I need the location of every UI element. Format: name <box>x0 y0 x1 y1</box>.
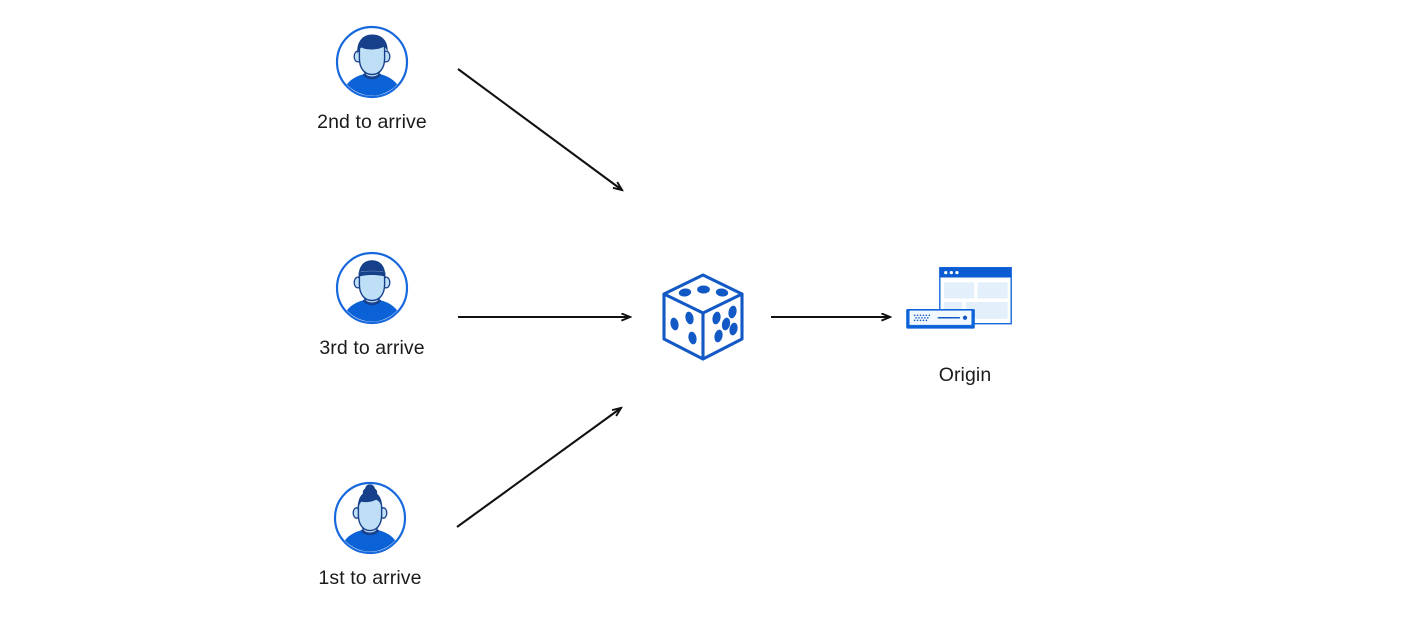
arrow-1st-to-dice <box>456 408 621 528</box>
server-appliance-icon <box>906 309 975 329</box>
origin-server-icon <box>906 267 1012 329</box>
user-avatar-icon <box>335 25 409 99</box>
node-visitor-2nd: 2nd to arrive <box>292 25 452 134</box>
node-label: 3rd to arrive <box>319 337 425 359</box>
user-avatar-icon <box>333 481 407 555</box>
user-avatar-icon <box>335 251 409 325</box>
node-label: 1st to arrive <box>318 567 422 589</box>
arrow-2nd-to-dice <box>457 68 622 190</box>
node-label: 2nd to arrive <box>317 111 427 133</box>
dice-icon <box>662 273 744 361</box>
node-visitor-1st: 1st to arrive <box>290 481 450 590</box>
node-origin: Origin <box>865 252 1065 387</box>
node-visitor-3rd: 3rd to arrive <box>292 251 452 360</box>
node-randomizer <box>648 262 758 377</box>
node-label: Origin <box>938 364 992 386</box>
